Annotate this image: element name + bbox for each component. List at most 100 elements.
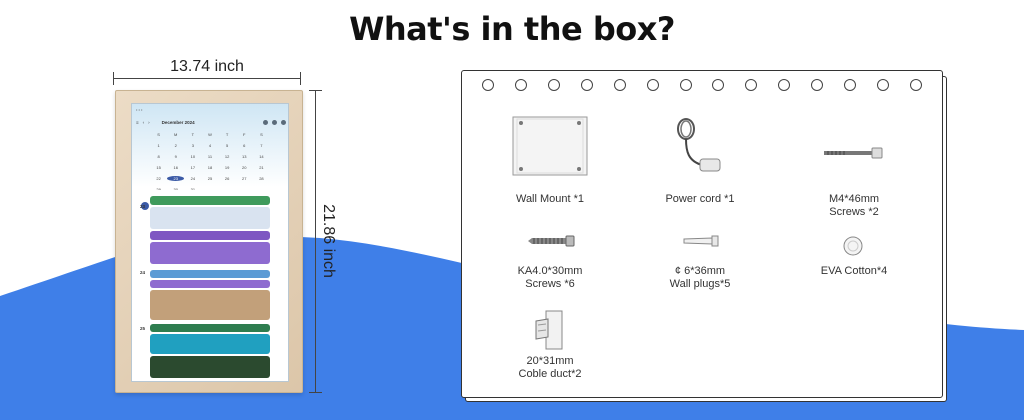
width-dimension-line <box>113 72 301 85</box>
binder-rings <box>462 79 942 91</box>
ring-icon <box>613 79 626 91</box>
box-contents-notepad: Wall Mount *1 Power cord *1 M4*46mm Scre… <box>461 70 943 398</box>
calendar-date[interactable]: 5 <box>226 143 229 148</box>
calendar-date[interactable]: 22 <box>156 176 161 181</box>
status-bar: • • • <box>136 107 143 112</box>
weekday-label: S <box>260 132 263 137</box>
menu-icon: ≡ <box>136 119 139 125</box>
calendar-date[interactable]: 20 <box>242 165 247 170</box>
page-title: What's in the box? <box>349 10 675 48</box>
wall-plug-icon <box>683 235 719 247</box>
search-icon <box>263 119 268 125</box>
calendar-date[interactable]: 29 <box>150 187 167 192</box>
item-label: Power cord *1 <box>665 193 735 205</box>
avatar <box>281 119 286 125</box>
calendar-date[interactable]: 13 <box>242 154 247 159</box>
event-card <box>150 334 270 354</box>
chevron-right-icon: › <box>148 119 150 125</box>
eva-cotton-icon <box>843 236 863 256</box>
calendar-date[interactable]: 9 <box>174 154 177 159</box>
calendar-date[interactable]: 19 <box>224 165 230 170</box>
toolbar-icons <box>263 119 286 125</box>
calendar-date[interactable]: 30 <box>167 187 184 192</box>
item-label: Wall Mount *1 <box>515 193 585 205</box>
calendar-date[interactable]: 10 <box>190 154 196 159</box>
weekday-label: T <box>225 132 229 137</box>
event-card <box>150 207 270 229</box>
calendar-date[interactable]: 14 <box>259 154 264 159</box>
ring-icon <box>712 79 725 91</box>
day-number: 24 <box>140 270 146 275</box>
calendar-header: ≡ ‹ › December 2024 <box>136 118 286 126</box>
ring-icon <box>811 79 824 91</box>
weekday-label: S <box>157 132 160 137</box>
calendar-date[interactable]: 3 <box>191 143 194 148</box>
item-label: ¢ 6*36mm Wall plugs*5 <box>669 265 731 290</box>
item-label: KA4.0*30mm Screws *6 <box>517 265 583 290</box>
event-card <box>150 231 270 240</box>
calendar-date[interactable]: 28 <box>259 176 264 181</box>
weekday-label: W <box>208 132 212 137</box>
settings-icon <box>272 119 277 125</box>
item-label: 20*31mm Coble duct*2 <box>518 355 582 380</box>
event-card <box>150 324 270 332</box>
ring-icon <box>844 79 857 91</box>
calendar-date[interactable]: 4 <box>208 143 212 148</box>
calendar-date[interactable]: 27 <box>242 176 247 181</box>
weekday-label: T <box>191 132 195 137</box>
calendar-date[interactable]: 15 <box>156 165 161 170</box>
height-dimension-label: 21.86 inch <box>320 204 337 278</box>
calendar-date[interactable]: 21 <box>259 165 264 170</box>
calendar-date[interactable]: 1 <box>157 143 160 148</box>
event-card <box>150 270 270 278</box>
today-marker <box>141 202 149 210</box>
day-number: 23 <box>140 204 146 209</box>
ring-icon <box>679 79 692 91</box>
calendar-date[interactable]: 11 <box>207 154 213 159</box>
calendar-date[interactable]: 17 <box>190 165 196 170</box>
power-cord-icon <box>677 118 721 172</box>
calendar-date[interactable]: 31 <box>184 187 201 192</box>
ring-icon <box>514 79 527 91</box>
calendar-date[interactable]: 8 <box>157 154 160 159</box>
wall-mount-icon <box>512 116 588 176</box>
ring-icon <box>547 79 560 91</box>
calendar-date[interactable]: 7 <box>260 143 263 148</box>
day-number: 25 <box>140 326 146 331</box>
weekday-label: F <box>243 132 246 137</box>
event-card <box>150 280 270 288</box>
month-label: December 2024 <box>161 119 195 125</box>
calendar-date[interactable]: 24 <box>190 176 196 181</box>
calendar-date[interactable]: 2 <box>174 143 177 148</box>
screw-icon <box>824 147 883 159</box>
screw-icon <box>528 235 575 247</box>
chevron-left-icon: ‹ <box>142 119 145 125</box>
ring-icon <box>482 79 494 91</box>
ring-icon <box>646 79 659 91</box>
calendar-date[interactable]: 12 <box>224 154 230 159</box>
event-card <box>150 242 270 264</box>
event-card <box>150 290 270 320</box>
weekday-label: M <box>174 132 178 137</box>
calendar-date[interactable]: 23 <box>167 176 185 181</box>
ring-icon <box>580 79 593 91</box>
ring-icon <box>778 79 791 91</box>
ring-icon <box>745 79 758 91</box>
calendar-date[interactable]: 26 <box>224 176 230 181</box>
item-label: M4*46mm Screws *2 <box>828 193 880 218</box>
calendar-date[interactable]: 6 <box>243 143 246 148</box>
event-card <box>150 196 270 205</box>
agenda-list: 23 24 25 <box>138 190 284 380</box>
height-dimension-line <box>309 90 322 393</box>
event-card <box>150 356 270 378</box>
ring-icon <box>909 79 922 91</box>
calendar-date[interactable]: 16 <box>173 165 178 170</box>
cable-duct-icon <box>535 310 563 350</box>
calendar-date[interactable]: 25 <box>207 176 213 181</box>
width-dimension-label: 13.74 inch <box>170 58 244 75</box>
calendar-date[interactable]: 18 <box>207 165 213 170</box>
item-label: EVA Cotton*4 <box>820 265 888 277</box>
